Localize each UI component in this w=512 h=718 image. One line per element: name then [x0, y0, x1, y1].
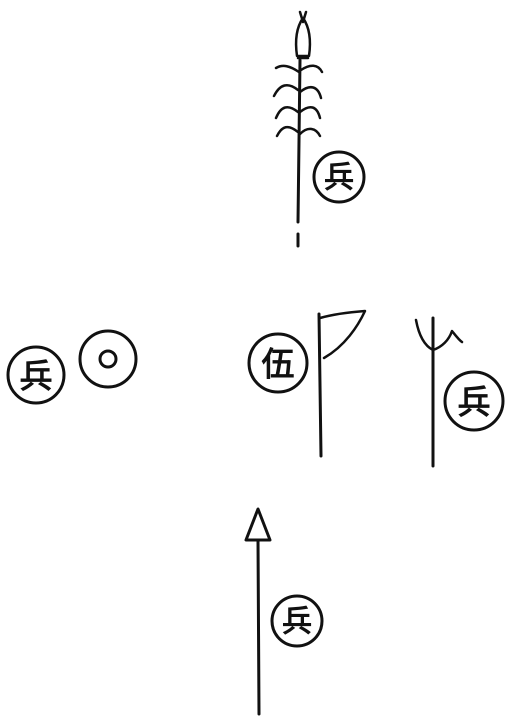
leader-badge-center-label: 伍: [262, 345, 295, 384]
soldier-badge-left-label: 兵: [20, 357, 53, 396]
leader-badge-center: 伍: [249, 334, 307, 392]
soldier-badge-top: 兵: [314, 152, 364, 202]
top-unit: 兵: [274, 12, 364, 246]
right-unit: 兵: [416, 318, 503, 466]
flag-pole-icon: [319, 311, 365, 456]
soldier-badge-left: 兵: [8, 347, 64, 403]
soldier-badge-bottom: 兵: [272, 596, 322, 646]
soldier-badge-right-label: 兵: [458, 383, 491, 422]
soldier-badge-top-label: 兵: [324, 161, 354, 196]
bottom-unit: 兵: [246, 509, 322, 714]
soldier-badge-right: 兵: [445, 372, 503, 430]
soldier-badge-bottom-label: 兵: [282, 605, 312, 640]
left-unit: 兵: [8, 331, 136, 403]
round-shield-icon: [80, 331, 136, 387]
branched-spear-icon: [274, 12, 322, 246]
arrow-spear-icon: [246, 509, 270, 714]
center-unit: 伍: [249, 311, 365, 456]
